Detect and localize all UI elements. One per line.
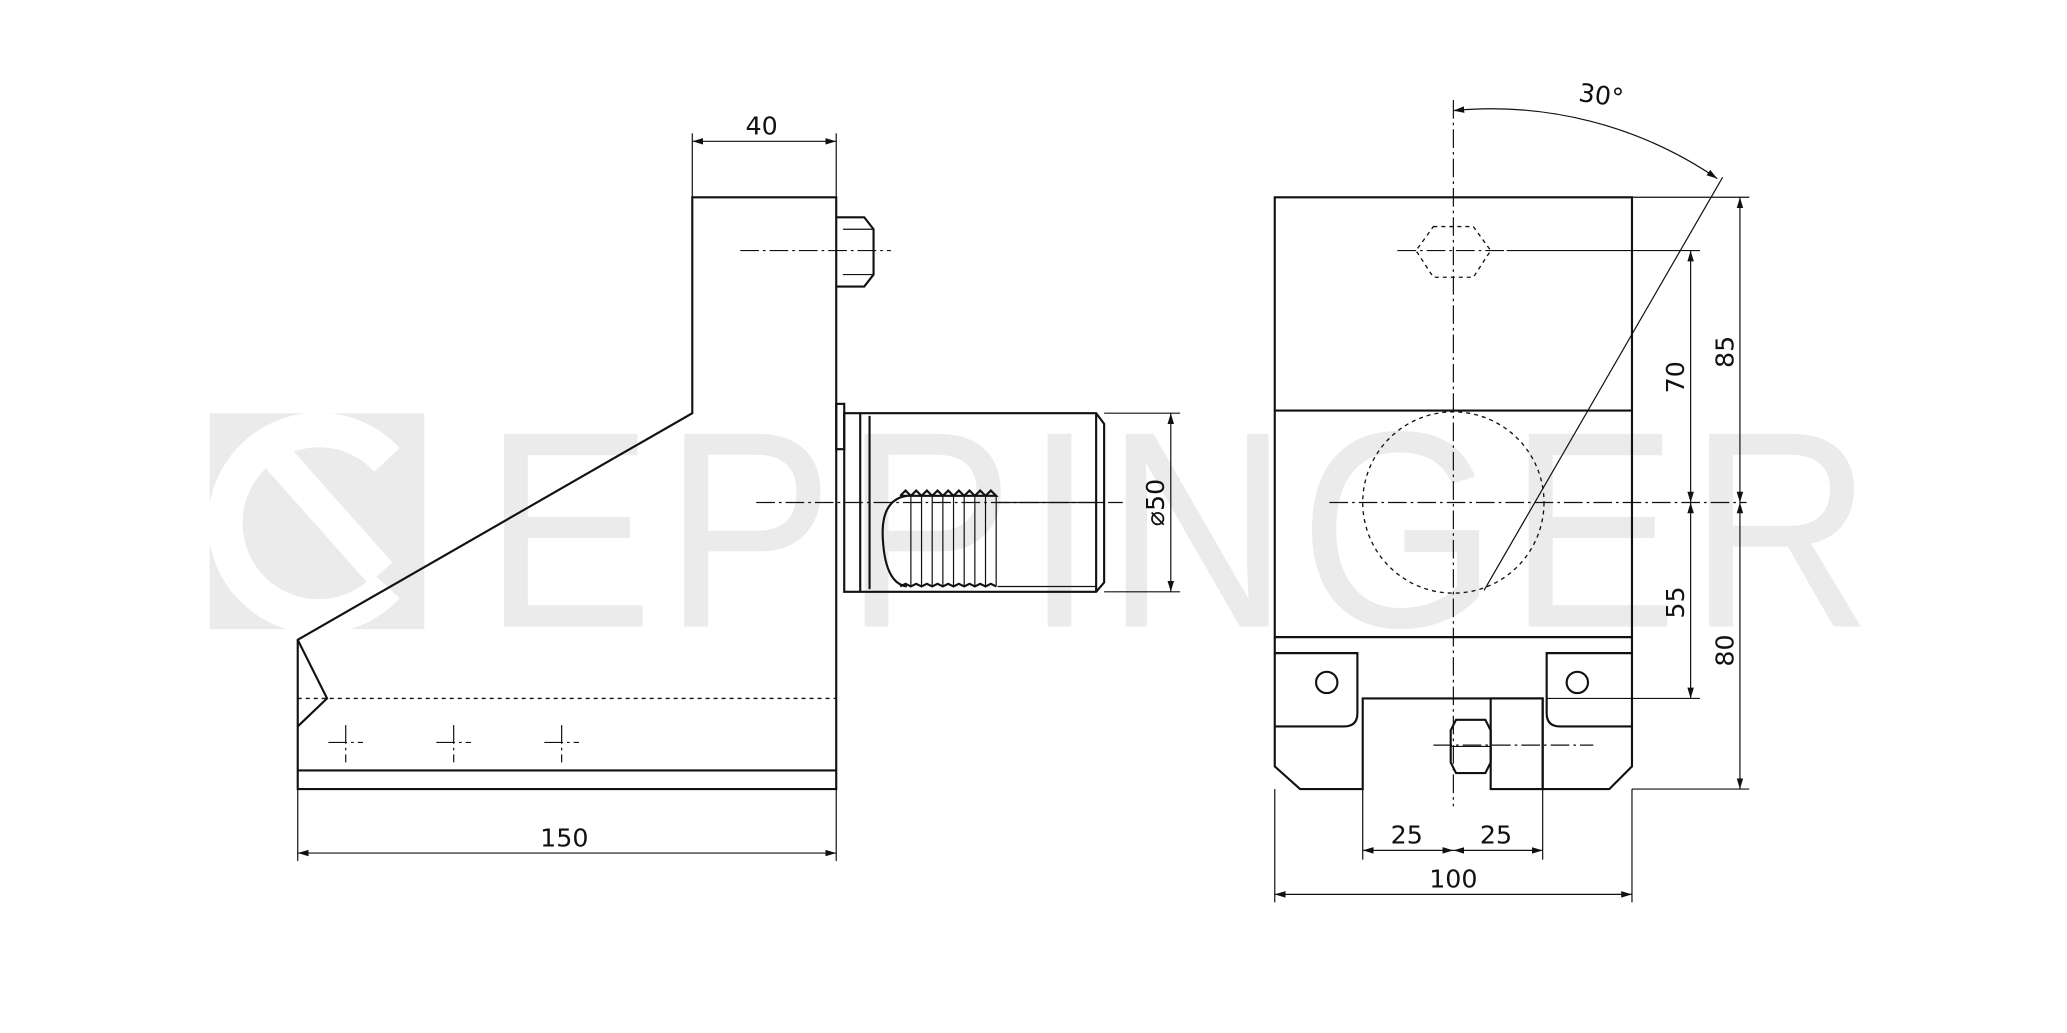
dimension-angle-30: 30° [1453,77,1718,180]
dim-label-80: 80 [1709,634,1739,666]
dim-label-150: 150 [540,822,588,852]
dimension-150: 150 [297,789,837,862]
dim-label-100: 100 [1429,864,1477,894]
dimension-diameter-50: ⌀50 [1104,412,1181,593]
watermark-text: EPPINGER [483,374,1883,686]
dim-label-85: 85 [1709,336,1739,368]
dimension-85: 85 [1709,197,1744,503]
shank [756,402,1123,593]
dim-label-diameter-50: ⌀50 [1140,479,1170,526]
watermark: EPPINGER [207,374,1883,686]
dimension-80: 80 [1709,502,1744,790]
dimension-100: 100 [1274,864,1632,898]
hex-socket-hidden [1415,225,1492,278]
clamp-bolt [740,216,891,288]
dim-label-40: 40 [745,111,777,141]
mount-hole-right [1565,670,1590,695]
dimension-25-left: 25 [1362,820,1454,854]
dimension-70: 70 [1660,250,1694,503]
center-marks [328,725,579,763]
dim-label-70: 70 [1660,361,1690,393]
dimension-40: 40 [691,111,837,198]
dimension-55: 55 [1660,502,1694,699]
dim-label-55: 55 [1660,586,1690,618]
dim-label-25-left: 25 [1391,820,1423,850]
dimension-25-right: 25 [1453,820,1543,854]
dim-label-30-degrees: 30° [1577,77,1626,113]
dim-label-25-right: 25 [1480,820,1512,850]
side-view: 40 150 ⌀50 [296,111,1181,862]
hex-nut [1433,718,1594,775]
mount-hole-left [1315,670,1339,695]
front-view: 30° 70 55 85 80 [1273,77,1750,903]
